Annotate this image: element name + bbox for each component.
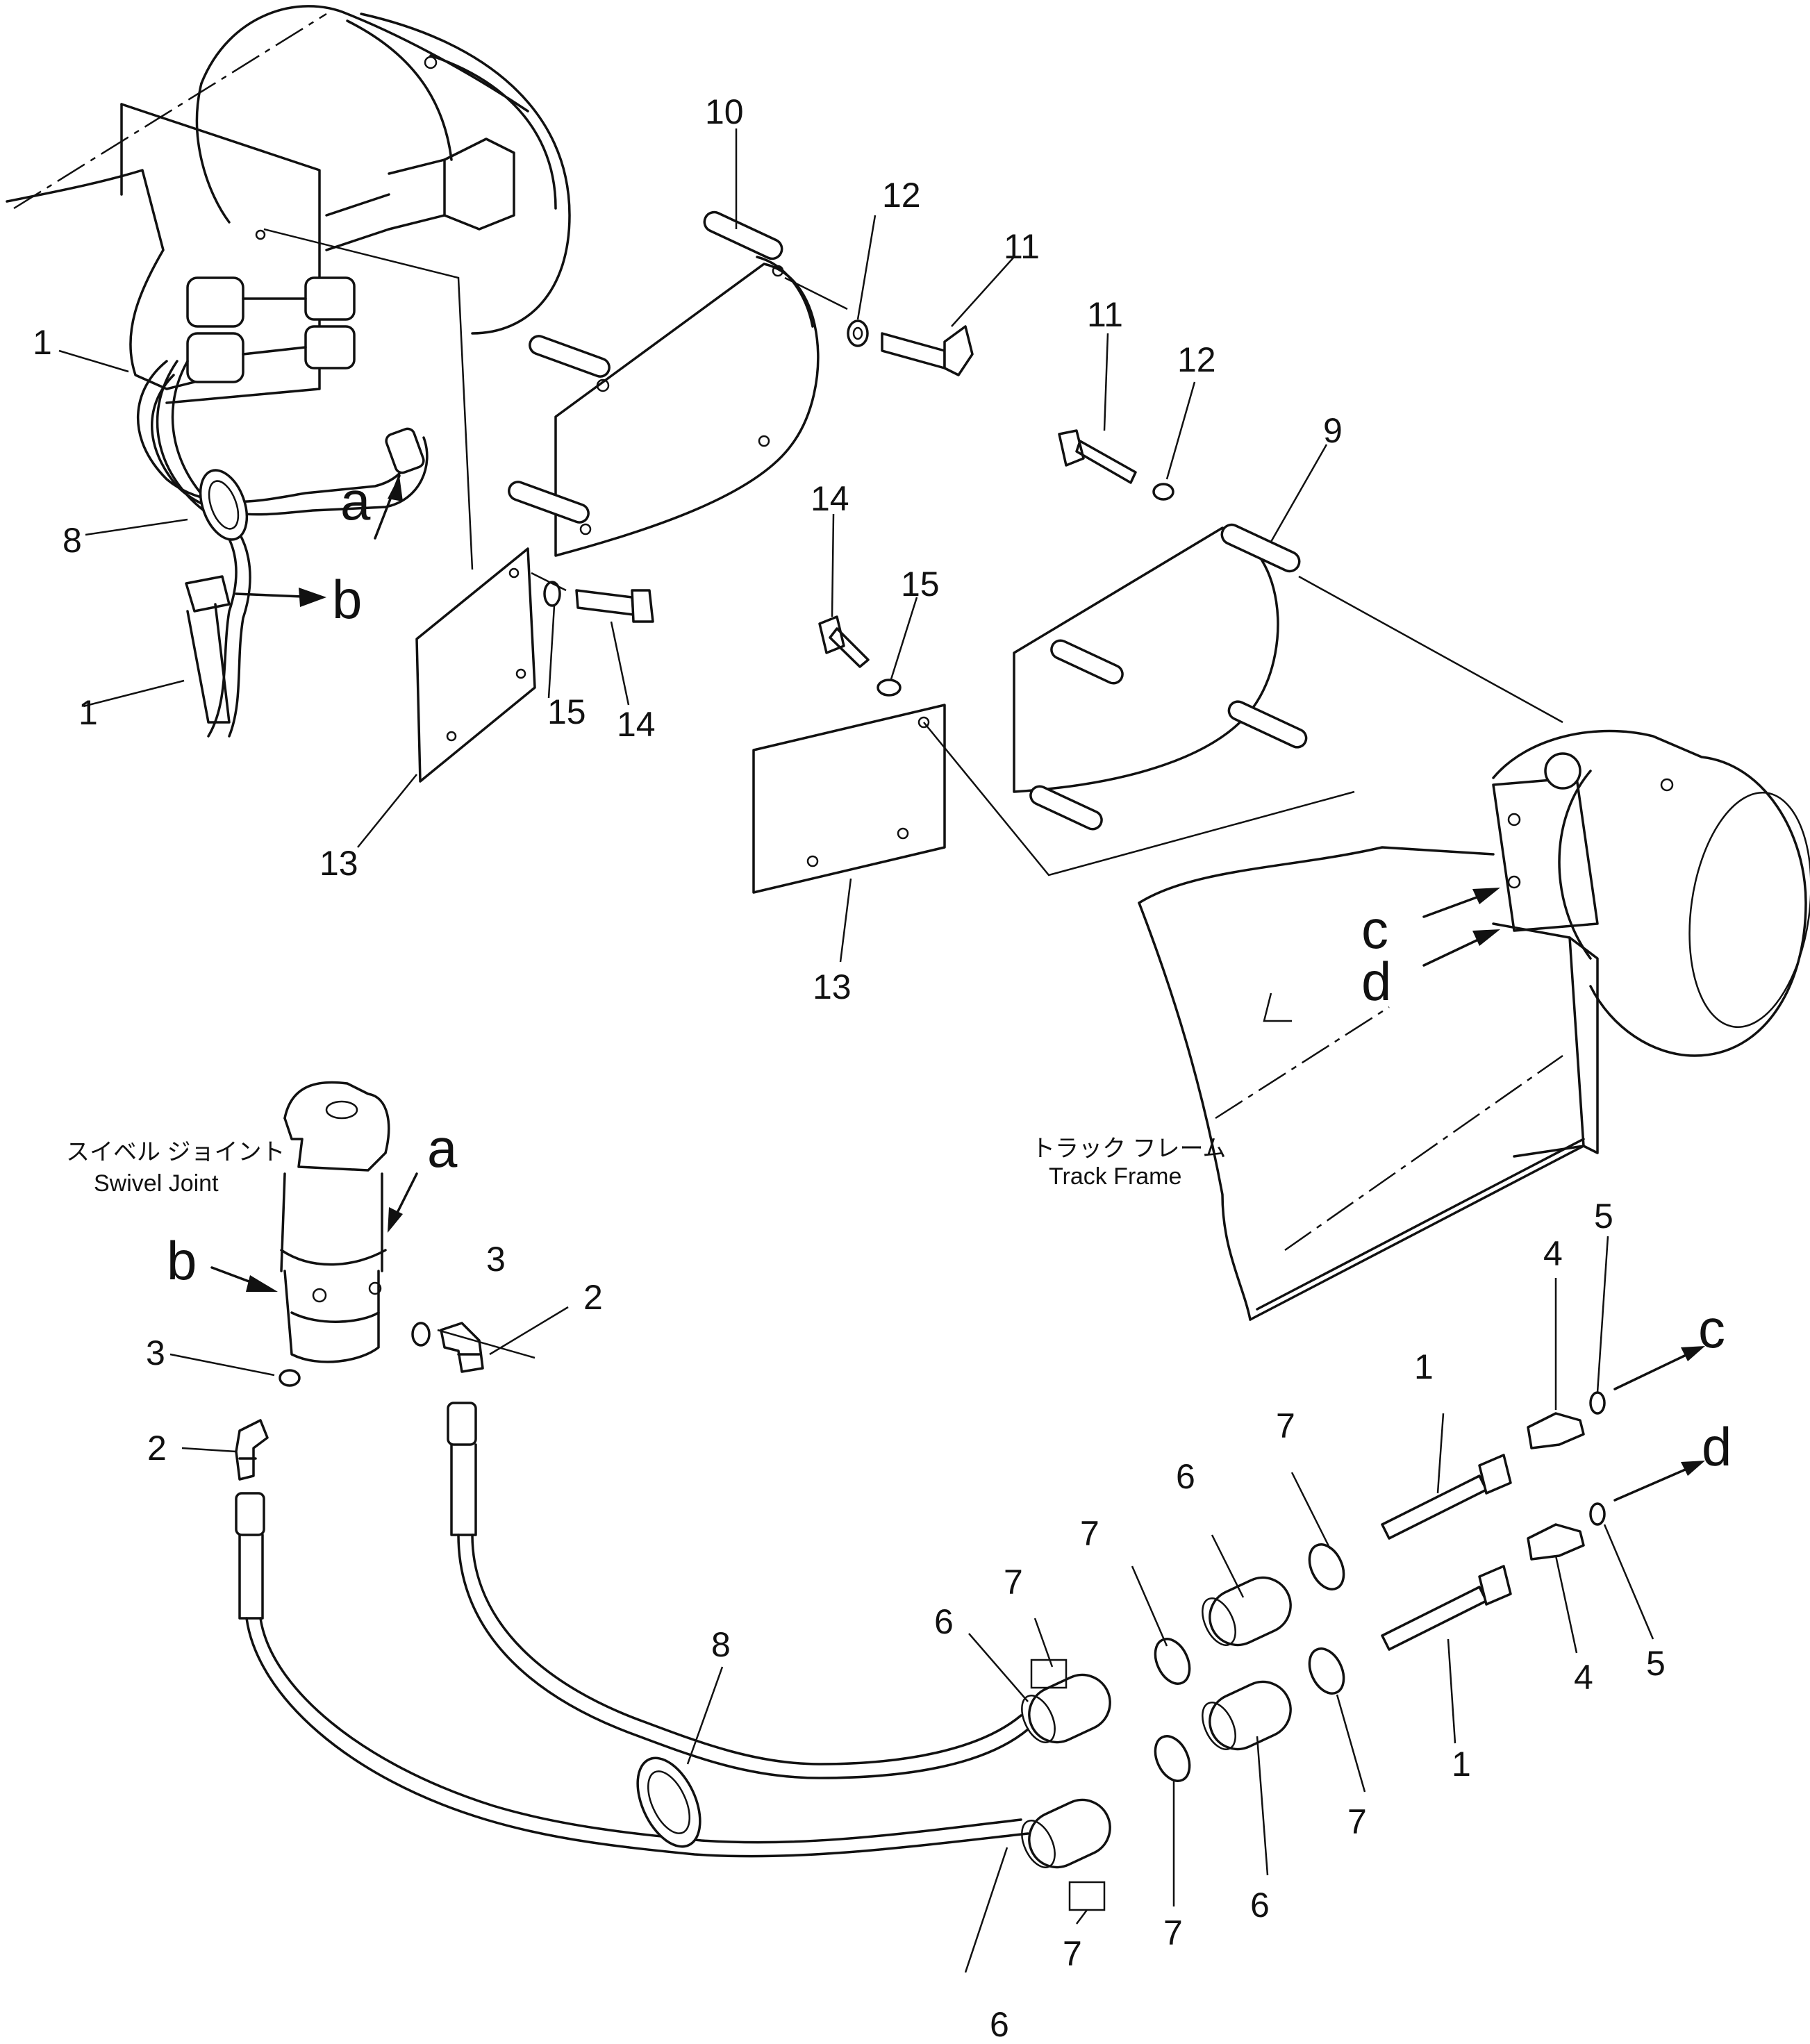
label-b-lower: b [167,1230,197,1291]
callout-6-d: 6 [1250,1886,1270,1925]
callout-2-left: 2 [147,1429,167,1468]
callout-8-lower: 8 [711,1625,731,1664]
swivel-joint [280,1081,390,1363]
right-track-frame-assembly [1138,729,1810,1321]
callout-7-a: 7 [1004,1563,1023,1602]
callout-13-left: 13 [319,844,358,883]
callout-7-e: 7 [1163,1913,1183,1952]
callout-7-d: 7 [1063,1934,1082,1973]
lower-hose-assemblies [235,1402,1029,1858]
callout-1-upper-a: 1 [33,323,52,362]
callout-11-upper-right: 11 [1087,295,1123,334]
track-frame-en-label: Track Frame [1049,1163,1181,1190]
connection-markers-swivel: a b [167,1117,458,1292]
callout-14-right: 14 [811,479,849,518]
callout-7-c: 7 [1276,1406,1295,1445]
callout-1-lower-b: 1 [1452,1745,1471,1784]
swivel-joint-en-label: Swivel Joint [94,1170,219,1197]
callout-3-right: 3 [486,1240,506,1279]
callout-5-upper: 5 [1594,1197,1613,1236]
connection-markers-upper: a b [235,470,403,630]
callout-1-upper-b: 1 [78,693,98,732]
track-frame-jp-label: トラック フレーム [1031,1136,1226,1162]
callout-8-upper: 8 [63,521,82,560]
callout-12-upper-right: 12 [1177,340,1216,379]
callout-6-a: 6 [934,1602,954,1641]
callout-6-c: 6 [990,2005,1009,2044]
callout-15-right: 15 [901,565,940,604]
callout-15-left: 15 [547,692,586,731]
left-travel-motor-assembly [6,5,571,570]
callout-numbers: 1 10 12 11 8 1 15 14 13 11 12 9 14 15 13… [33,92,1666,2044]
callout-7-f: 7 [1347,1802,1367,1841]
bolt-group-upper-right [1058,429,1174,501]
label-c-lower: c [1698,1298,1725,1359]
plate-group-right [752,615,1355,894]
bolt-group-upper-left [847,319,974,376]
component-captions: スイベル ジョイント Swivel Joint トラック フレーム Track … [66,1136,1226,1197]
label-c-upper: c [1361,899,1388,960]
callout-leaders [58,128,1654,1973]
callout-3-left: 3 [146,1333,165,1372]
callout-7-b: 7 [1080,1514,1099,1553]
cover-part-9 [1013,523,1563,831]
callout-9: 9 [1323,411,1343,450]
label-a-lower: a [427,1117,458,1179]
callout-1-lower-a: 1 [1414,1347,1434,1386]
callout-13-right: 13 [813,967,852,1006]
label-d-upper: d [1361,951,1391,1012]
callout-14-left: 14 [617,705,656,744]
callout-6-b: 6 [1176,1457,1195,1496]
callout-4-lower: 4 [1574,1658,1593,1697]
callout-10: 10 [705,92,744,131]
callout-2-right: 2 [583,1278,603,1317]
connection-markers-right: c d [1361,888,1500,1012]
callout-5-lower: 5 [1646,1644,1666,1683]
plate-group-left [415,547,654,783]
label-b-upper: b [332,569,362,630]
clamp-assemblies [1021,1543,1345,1911]
label-a-upper: a [340,470,371,531]
hose-end-fittings: c d [1381,1298,1732,1651]
swivel-joint-jp-label: スイベル ジョイント [66,1139,285,1165]
left-hose-routing [136,360,429,738]
callout-12-upper-left: 12 [882,176,921,215]
label-d-lower: d [1702,1416,1732,1477]
callout-11-upper-left: 11 [1004,227,1040,266]
cover-part-10 [508,210,848,557]
callout-4-upper: 4 [1543,1234,1563,1273]
swivel-fittings [235,1322,484,1481]
